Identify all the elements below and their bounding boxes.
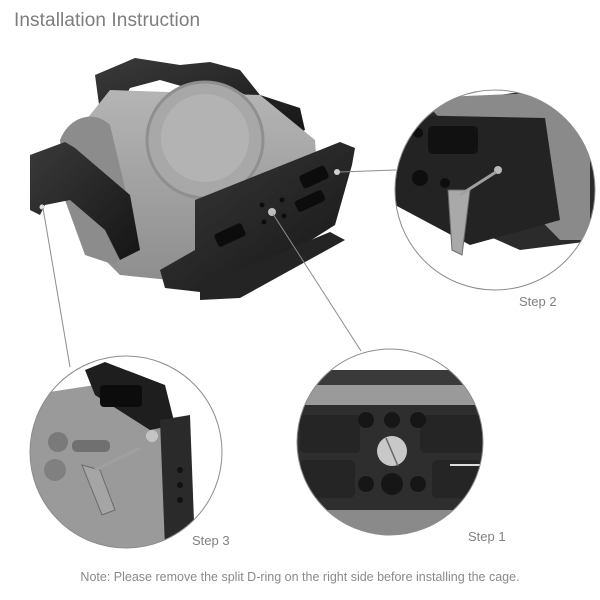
installation-note: Note: Please remove the split D-ring on … — [80, 570, 520, 584]
step-2-closeup — [395, 90, 595, 290]
step-2-frame — [394, 89, 596, 291]
step-1-frame — [296, 348, 484, 536]
step-1-label: Step 1 — [468, 529, 506, 544]
step-3-frame — [29, 355, 223, 549]
step-3-label: Step 3 — [192, 533, 230, 548]
step-3-closeup — [30, 356, 222, 548]
main-product-image — [30, 58, 355, 300]
callout-lines — [42, 169, 397, 368]
page-title: Installation Instruction — [14, 10, 201, 31]
step-2-label: Step 2 — [519, 294, 557, 309]
step-1-closeup — [297, 349, 483, 535]
